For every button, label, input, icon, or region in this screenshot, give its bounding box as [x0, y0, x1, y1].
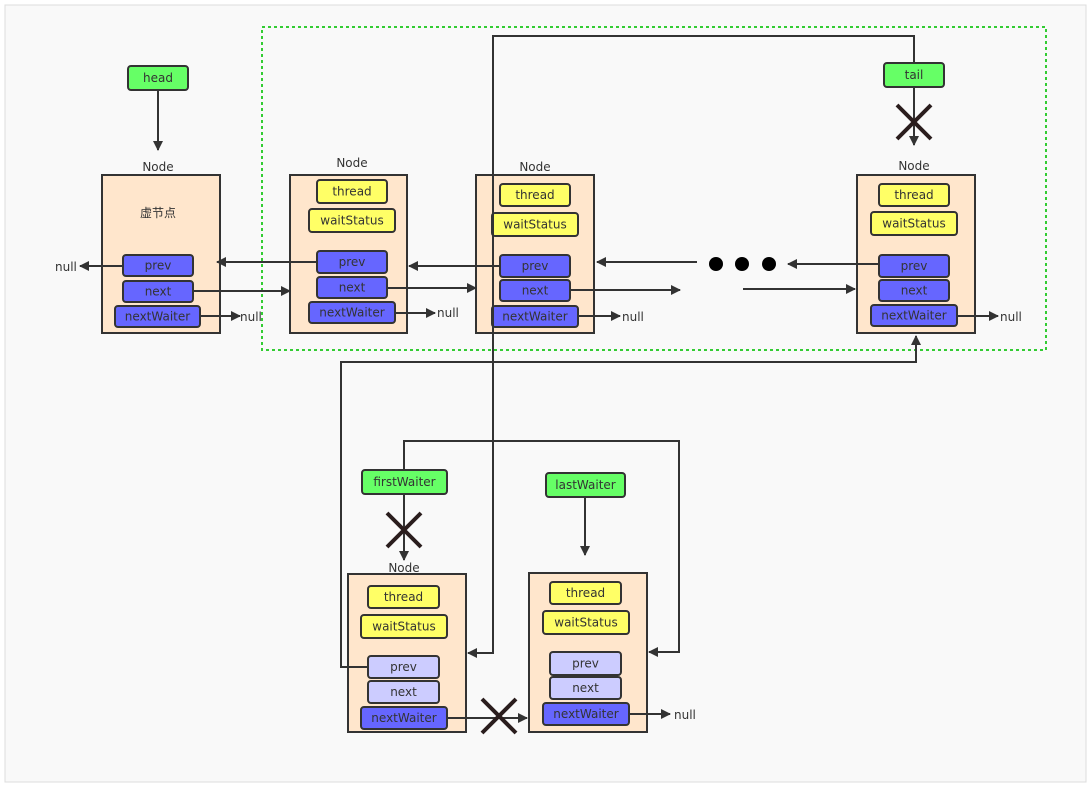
field-waitStatus: [308, 208, 396, 233]
field-prev-label: prev: [901, 259, 928, 273]
node-c1: Node thread waitStatus prev next nextWaiter: [347, 561, 467, 733]
firstwaiter-to-c2-arrow: [403, 440, 680, 657]
node-dummy: Node 虚节点 prev next nextWaiter: [101, 160, 221, 334]
node-label: Node: [519, 160, 550, 174]
field-waitStatus-label: waitStatus: [503, 218, 566, 232]
null-label: null: [55, 260, 77, 274]
field-nextWaiter-label: nextWaiter: [371, 711, 436, 725]
field-next: [878, 279, 950, 302]
pointer-firstWaiter-label: firstWaiter: [373, 475, 435, 489]
node-label: Node: [336, 156, 367, 170]
firstwaiter-cross-icon: [385, 511, 423, 549]
field-next-label: next: [522, 284, 549, 298]
field-prev-label: prev: [522, 259, 549, 273]
field-nextWaiter-label: nextWaiter: [881, 309, 946, 323]
field-prev-label: prev: [390, 660, 417, 674]
pointer-head: [127, 65, 189, 91]
dummy-node-label: 虚节点: [140, 206, 176, 220]
field-waitStatus: [542, 610, 630, 635]
field-waitStatus-label: waitStatus: [882, 217, 945, 231]
field-thread-label: thread: [332, 185, 371, 199]
field-thread: [549, 581, 622, 605]
field-next-label: next: [901, 284, 928, 298]
field-waitStatus-label: waitStatus: [554, 616, 617, 630]
ellipsis-dot-icon: [762, 257, 776, 271]
field-thread-label: thread: [566, 586, 605, 600]
node-n1: Node thread waitStatus prev next nextWaiter: [289, 156, 408, 334]
field-next-label: next: [339, 281, 366, 295]
ellipsis-dot-icon: [709, 257, 723, 271]
field-prev-label: prev: [145, 259, 172, 273]
pointer-tail-label: tail: [905, 68, 924, 82]
field-next: [549, 676, 622, 700]
field-next-label: next: [145, 285, 172, 299]
field-next-label: next: [390, 685, 417, 699]
field-thread: [878, 183, 950, 207]
field-nextWaiter-label: nextWaiter: [319, 306, 384, 320]
ellipsis-dot-icon: [735, 257, 749, 271]
null-label: null: [240, 310, 262, 324]
node-label: Node: [142, 160, 173, 174]
pointer-head-label: head: [143, 71, 173, 85]
node-c2: thread waitStatus prev next nextWaiter: [528, 572, 648, 733]
field-thread-label: thread: [515, 188, 554, 202]
pointer-lastWaiter: [545, 472, 626, 498]
pointer-lastWaiter-label: lastWaiter: [555, 478, 616, 492]
field-thread: [316, 179, 388, 204]
field-thread: [499, 183, 571, 207]
field-prev: [549, 651, 622, 676]
null-label: null: [437, 306, 459, 320]
field-next: [367, 680, 440, 704]
tail-cross-icon: [895, 103, 933, 141]
field-waitStatus: [360, 614, 448, 639]
null-label: null: [674, 708, 696, 722]
field-nextWaiter-label: nextWaiter: [553, 707, 618, 721]
field-thread: [367, 585, 440, 609]
pointer-firstWaiter: [361, 469, 448, 495]
field-prev-label: prev: [339, 255, 366, 269]
field-prev: [878, 254, 950, 278]
field-waitStatus: [870, 211, 958, 236]
field-thread-label: thread: [894, 188, 933, 202]
field-next-label: next: [572, 681, 599, 695]
nextwaiter-cross-icon: [480, 697, 518, 735]
field-nextWaiter-label: nextWaiter: [502, 310, 567, 324]
field-thread-label: thread: [384, 590, 423, 604]
c1-prev-to-n3-arrow: [340, 335, 921, 668]
node-n3: Node thread waitStatus prev next nextWaiter: [856, 159, 976, 334]
sync-queue-region: [261, 26, 1047, 351]
node-n2: Node thread waitStatus prev next nextWaiter: [475, 160, 595, 334]
field-nextWaiter-label: nextWaiter: [125, 310, 190, 324]
field-prev-label: prev: [572, 657, 599, 671]
tail-to-c1-arrow: [467, 35, 915, 658]
node-label: Node: [388, 561, 419, 575]
node-label: Node: [898, 159, 929, 173]
field-waitStatus-label: waitStatus: [320, 214, 383, 228]
null-label: null: [622, 310, 644, 324]
field-waitStatus-label: waitStatus: [372, 620, 435, 634]
null-label: null: [1000, 310, 1022, 324]
pointer-tail: [883, 62, 945, 88]
